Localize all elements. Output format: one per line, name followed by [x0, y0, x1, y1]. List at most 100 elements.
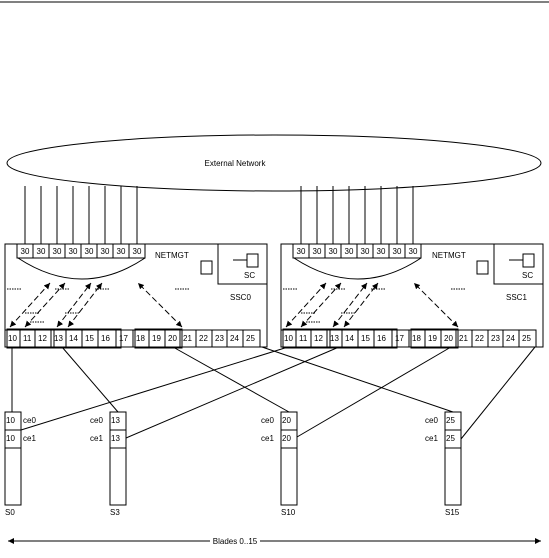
- traffic-arrow: [343, 282, 379, 328]
- blade-wiring: [11, 346, 536, 440]
- uplink-port-label: 30: [69, 247, 78, 256]
- uplink-port-label: 30: [313, 247, 322, 256]
- blade-ce0-label: ce0: [425, 416, 438, 425]
- blade-body: [109, 411, 127, 506]
- port-wire: [61, 346, 119, 413]
- switch-port-cell: [518, 329, 537, 348]
- uplink-port-label: 30: [37, 247, 46, 256]
- blade-ce1-label: ce1: [261, 434, 274, 443]
- blade-ce1-label: ce1: [23, 434, 36, 443]
- switch-port-label: 17: [395, 334, 404, 343]
- switch-port-label: 25: [246, 334, 255, 343]
- switch-fabric: [17, 257, 146, 280]
- blade-ce0-label: ce0: [90, 416, 103, 425]
- switch-port-label: 20: [444, 334, 453, 343]
- uplink-port-label: 30: [117, 247, 126, 256]
- switch-port-label: 15: [361, 334, 370, 343]
- switch-port-label: 22: [475, 334, 484, 343]
- uplink-port-label: 30: [101, 247, 110, 256]
- switch-port-label: 13: [54, 334, 63, 343]
- external-network-cloud: [6, 134, 542, 192]
- blade-top-port: 13: [111, 416, 120, 425]
- uplink-port-label: 30: [85, 247, 94, 256]
- blade-top-port: 25: [446, 416, 455, 425]
- blade-name: S15: [445, 508, 460, 517]
- switch-ssc0-sc: SC: [244, 271, 255, 280]
- switch-port-label: 23: [491, 334, 500, 343]
- blade-bottom-port: 25: [446, 434, 455, 443]
- switch-ssc0-netmgt: NETMGT: [155, 251, 189, 260]
- blade-body: [4, 411, 22, 506]
- switch-port-label: 19: [152, 334, 161, 343]
- switch-port-label: 18: [136, 334, 145, 343]
- switch-port-label: 12: [38, 334, 47, 343]
- uplink-lines: [24, 186, 414, 244]
- external-network: External Network: [6, 134, 542, 192]
- switch-port-label: 16: [377, 334, 386, 343]
- blade-name: S0: [5, 508, 15, 517]
- uplink-port-label: 30: [361, 247, 370, 256]
- switch-port-label: 13: [330, 334, 339, 343]
- switch-port-cell: [242, 329, 261, 348]
- switch-port-label: 17: [119, 334, 128, 343]
- switch-port-label: 20: [168, 334, 177, 343]
- uplink-port-label: 30: [345, 247, 354, 256]
- blade-ce0-label: ce0: [23, 416, 36, 425]
- sc-module: [217, 243, 268, 285]
- switch-port-label: 16: [101, 334, 110, 343]
- switch-port-label: 24: [506, 334, 515, 343]
- switch-port-label: 24: [230, 334, 239, 343]
- port-group: [134, 328, 183, 349]
- port-group: [410, 328, 459, 349]
- switch-ssc1-sc: SC: [522, 271, 533, 280]
- uplink-port-label: 30: [377, 247, 386, 256]
- blade-body: [280, 411, 298, 506]
- switch-ssc1-netmgt: NETMGT: [432, 251, 466, 260]
- blade-top-port: 20: [282, 416, 291, 425]
- blade-range-label: Blades 0..15: [213, 537, 258, 546]
- sc-port: [522, 253, 535, 268]
- switch-ssc0-name: SSC0: [230, 293, 251, 302]
- port-wire: [296, 346, 452, 438]
- switch-ssc1-name: SSC1: [506, 293, 527, 302]
- blade-bottom-port: 10: [6, 434, 15, 443]
- port-wire: [172, 346, 290, 413]
- uplink-port-label: 30: [409, 247, 418, 256]
- switch-port-label: 23: [215, 334, 224, 343]
- blade-body: [444, 411, 462, 506]
- blade-ce1-label: ce1: [90, 434, 103, 443]
- blade-bottom-port: 20: [282, 434, 291, 443]
- blades: 1010ce0ce1S01313ce0ce1S32020ce0ce1S10252…: [4, 411, 462, 517]
- blade-ce0-label: ce0: [261, 416, 274, 425]
- switch-port-label: 18: [412, 334, 421, 343]
- switch-fabric: [293, 257, 422, 280]
- switch-port-label: 10: [8, 334, 17, 343]
- blade-name: S10: [281, 508, 296, 517]
- switch-port-label: 21: [459, 334, 468, 343]
- switch-port-label: 21: [183, 334, 192, 343]
- uplink-port-label: 30: [133, 247, 142, 256]
- port-group: [53, 328, 122, 349]
- traffic-arrow: [67, 282, 103, 328]
- blade-ce1-label: ce1: [425, 434, 438, 443]
- uplink-port-label: 30: [393, 247, 402, 256]
- switch-port-label: 11: [23, 334, 32, 343]
- port-wire: [460, 346, 536, 440]
- switch-port-label: 22: [199, 334, 208, 343]
- blade-top-port: 10: [6, 416, 15, 425]
- blade-bottom-port: 13: [111, 434, 120, 443]
- switch-port-label: 19: [428, 334, 437, 343]
- port-group: [329, 328, 398, 349]
- netmgt-port: [476, 260, 489, 275]
- port-wire: [20, 346, 289, 431]
- switch-port-label: 11: [299, 334, 308, 343]
- switch-port-label: 15: [85, 334, 94, 343]
- switch-port-label: 14: [345, 334, 354, 343]
